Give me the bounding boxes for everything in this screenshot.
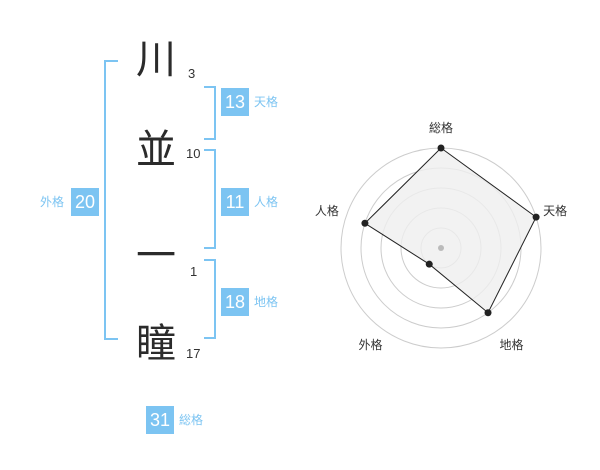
stroke-count-2: 10 xyxy=(186,146,201,161)
jinkaku-bracket xyxy=(204,149,216,249)
gaikaku-value: 20 xyxy=(71,188,99,216)
radar-point-2 xyxy=(532,213,540,221)
radar-axis-label-4: 外格 xyxy=(358,337,382,352)
gaikaku-bracket xyxy=(104,60,118,340)
radar-point-3 xyxy=(484,309,492,317)
name-char-3: 一 xyxy=(136,233,176,279)
radar-axis-label-1: 総格 xyxy=(429,120,453,135)
radar-axis-label-5: 人格 xyxy=(315,203,339,218)
soukaku-value: 31 xyxy=(146,406,174,434)
stroke-count-1: 3 xyxy=(188,66,196,81)
tenkaku-label: 天格 xyxy=(254,95,279,109)
stroke-count-4: 17 xyxy=(186,346,201,361)
gaikaku-label: 外格 xyxy=(40,195,65,209)
chikaku-bracket xyxy=(204,259,216,339)
radar-polygon xyxy=(364,147,537,314)
radar-axis-label-3: 地格 xyxy=(500,337,524,352)
radar-axis-label-2: 天格 xyxy=(543,203,567,218)
chikaku-value: 18 xyxy=(221,288,249,316)
name-char-1: 川 xyxy=(136,37,176,83)
stroke-count-3: 1 xyxy=(190,264,198,279)
name-char-2: 並 xyxy=(136,127,176,173)
tenkaku-value: 13 xyxy=(221,88,249,116)
jinkaku-value: 11 xyxy=(221,188,249,216)
jinkaku-label: 人格 xyxy=(254,195,279,209)
radar-point-4 xyxy=(425,260,433,268)
radar-center-dot xyxy=(438,245,444,251)
radar-point-5 xyxy=(361,219,369,227)
name-char-4: 瞳 xyxy=(136,321,176,367)
tenkaku-bracket xyxy=(204,86,216,140)
radar-point-1 xyxy=(437,144,445,152)
soukaku-label: 総格 xyxy=(179,413,204,427)
chikaku-label: 地格 xyxy=(254,295,279,309)
